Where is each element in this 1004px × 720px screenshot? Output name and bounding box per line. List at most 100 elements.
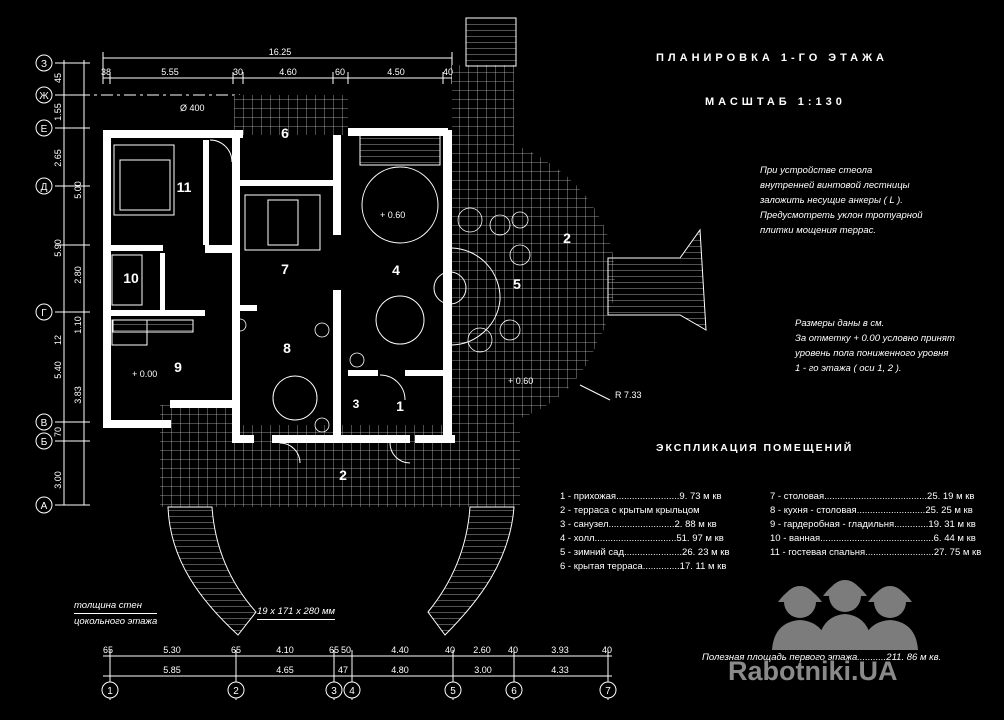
- room-entry: 9 - гардеробная - гладильня.............…: [770, 519, 976, 530]
- dim-left: 3.00: [53, 471, 63, 489]
- axis-label-g: Г: [41, 308, 47, 319]
- dimension-texts: 16.25 38 5.55 30 4.60 60 4.50 40 65 5.30…: [101, 47, 612, 675]
- rooms-list-right: 7 - столовая............................…: [770, 490, 981, 560]
- dim-top-total: 16.25: [269, 47, 292, 57]
- room-number-4: 4: [392, 262, 400, 278]
- dim-top: 4.60: [279, 67, 297, 77]
- dims-note-line: уровень пола пониженного уровня: [795, 348, 949, 359]
- page-title: ПЛАНИРОВКА 1-ГО ЭТАЖА: [656, 52, 888, 64]
- left-axis-labels: З Ж Е Д Г В Б А: [39, 59, 49, 512]
- dim-top: 30: [233, 67, 243, 77]
- bottom-axis-labels: 1 2 3 4 5 6 7: [107, 686, 611, 697]
- axis-label-1: 1: [107, 686, 113, 697]
- room-number-6: 6: [281, 125, 289, 141]
- dim-top: 5.55: [161, 67, 179, 77]
- axis-label-v: В: [41, 418, 48, 429]
- dim-left: 5.90: [53, 239, 63, 257]
- dim-bottom-2: 4.80: [391, 665, 409, 675]
- room-entry: 8 - кухня - столовая....................…: [770, 505, 973, 516]
- bottom-axis-bubbles: [101, 681, 617, 699]
- axis-label-6: 6: [511, 686, 517, 697]
- dim-left: 45: [53, 73, 63, 83]
- stair-step-note: 19 x 171 x 280 мм: [257, 604, 335, 620]
- dims-note-line: За отметку + 0.00 условно принят: [795, 333, 955, 344]
- room-numbers: 1 2 2 3 4 5 6 7 8 9 10 11: [123, 125, 571, 483]
- room-entry: 3 - санузел.........................2. 8…: [560, 519, 717, 530]
- axis-label-a: А: [41, 501, 48, 512]
- axis-label-e: Е: [41, 124, 48, 135]
- dim-bottom: 2.60: [473, 645, 491, 655]
- dim-top: 38: [101, 67, 111, 77]
- workers-logo-icon: [772, 580, 918, 650]
- dim-bottom-2: 47: [338, 665, 348, 675]
- level-room-9: + 0.00: [132, 369, 157, 379]
- dims-note: Размеры даны в см. За отметку + 0.00 усл…: [795, 316, 955, 376]
- room-entry: 7 - столовая............................…: [770, 491, 975, 502]
- room-entry: 11 - гостевая спальня...................…: [770, 547, 982, 558]
- room-number-3: 3: [353, 397, 360, 411]
- stair-note-line: заложить несущие анкеры ( L ).: [760, 195, 903, 206]
- dim-bottom: 4.10: [276, 645, 294, 655]
- useful-area: Полезная площадь первого этажа..........…: [702, 652, 942, 663]
- left-dimension-lines: [55, 60, 240, 506]
- axis-label-4: 4: [349, 686, 355, 697]
- room-entry: 2 - терраса с крытым крыльцом: [560, 505, 700, 516]
- axis-label-5: 5: [450, 686, 456, 697]
- level-terrace: + 0.60: [508, 376, 533, 386]
- wall-thickness-note: толщина стен цокольного этажа: [74, 598, 158, 629]
- left-dimension-texts: 45 1.55 2.65 5.00 5.90 2.80 1.10 12 5.40…: [53, 73, 83, 489]
- room-number-10: 10: [123, 270, 139, 286]
- stair-note-line: плитки мощения террас.: [760, 225, 877, 236]
- plants: [233, 207, 531, 433]
- wall-note-line: цокольного этажа: [74, 613, 158, 629]
- axis-label-d: Д: [41, 182, 48, 193]
- dim-left: 1.10: [73, 316, 83, 334]
- dim-bottom: 4.40: [391, 645, 409, 655]
- wall-note-line: толщина стен: [74, 600, 142, 611]
- dim-bottom: 65: [103, 645, 113, 655]
- rooms-list-left: 1 - прихожая........................9. 7…: [560, 490, 730, 574]
- dim-bottom: 40: [602, 645, 612, 655]
- radius-label: R 7.33: [615, 390, 642, 400]
- dims-note-line: 1 - го этажа ( оси 1, 2 ).: [795, 363, 902, 374]
- axis-label-b: Б: [41, 437, 48, 448]
- dim-bottom: 5.30: [163, 645, 181, 655]
- dim-top: 60: [335, 67, 345, 77]
- axis-label-3: 3: [331, 686, 337, 697]
- dim-bottom: 65: [231, 645, 241, 655]
- room-number-9: 9: [174, 359, 182, 375]
- axis-label-2: 2: [233, 686, 239, 697]
- room-number-11: 11: [177, 179, 192, 195]
- room-number-2-bottom: 2: [339, 467, 347, 483]
- dim-bottom: 40: [508, 645, 518, 655]
- diameter-label: Ø 400: [180, 103, 205, 113]
- axis-label-7: 7: [605, 686, 611, 697]
- axis-label-zh: Ж: [39, 91, 49, 102]
- building-walls: [103, 128, 455, 443]
- dim-left: 2.80: [73, 266, 83, 284]
- room-number-7: 7: [281, 261, 289, 277]
- room-entry: 6 - крытая терраса..............17. 11 м…: [560, 561, 727, 572]
- room-entry: 5 - зимний сад......................26. …: [560, 547, 730, 558]
- dim-left: 12: [53, 335, 63, 345]
- dim-bottom-2: 4.33: [551, 665, 569, 675]
- stair-note: При устройстве стеола внутренней винтово…: [760, 163, 923, 238]
- explication-title: ЭКСПЛИКАЦИЯ ПОМЕЩЕНИЙ: [656, 442, 854, 454]
- room-number-8: 8: [283, 340, 291, 356]
- exterior-stairs: [167, 17, 707, 636]
- dim-left: 2.65: [53, 149, 63, 167]
- dim-bottom: 40: [445, 645, 455, 655]
- door-swings: [209, 139, 611, 464]
- dim-bottom: 50: [341, 645, 351, 655]
- scale-label: МАСШТАБ 1:130: [705, 96, 846, 108]
- dims-note-line: Размеры даны в см.: [795, 318, 885, 329]
- left-axis-bubbles: [35, 54, 53, 514]
- furniture: [111, 134, 501, 421]
- room-entry: 1 - прихожая........................9. 7…: [560, 491, 722, 502]
- level-hall: + 0.60: [380, 210, 405, 220]
- dim-bottom: 3.93: [551, 645, 569, 655]
- top-dimension-lines: [102, 52, 453, 84]
- stair-note-line: внутренней винтовой лестницы: [760, 180, 910, 191]
- dim-bottom-2: 3.00: [474, 665, 492, 675]
